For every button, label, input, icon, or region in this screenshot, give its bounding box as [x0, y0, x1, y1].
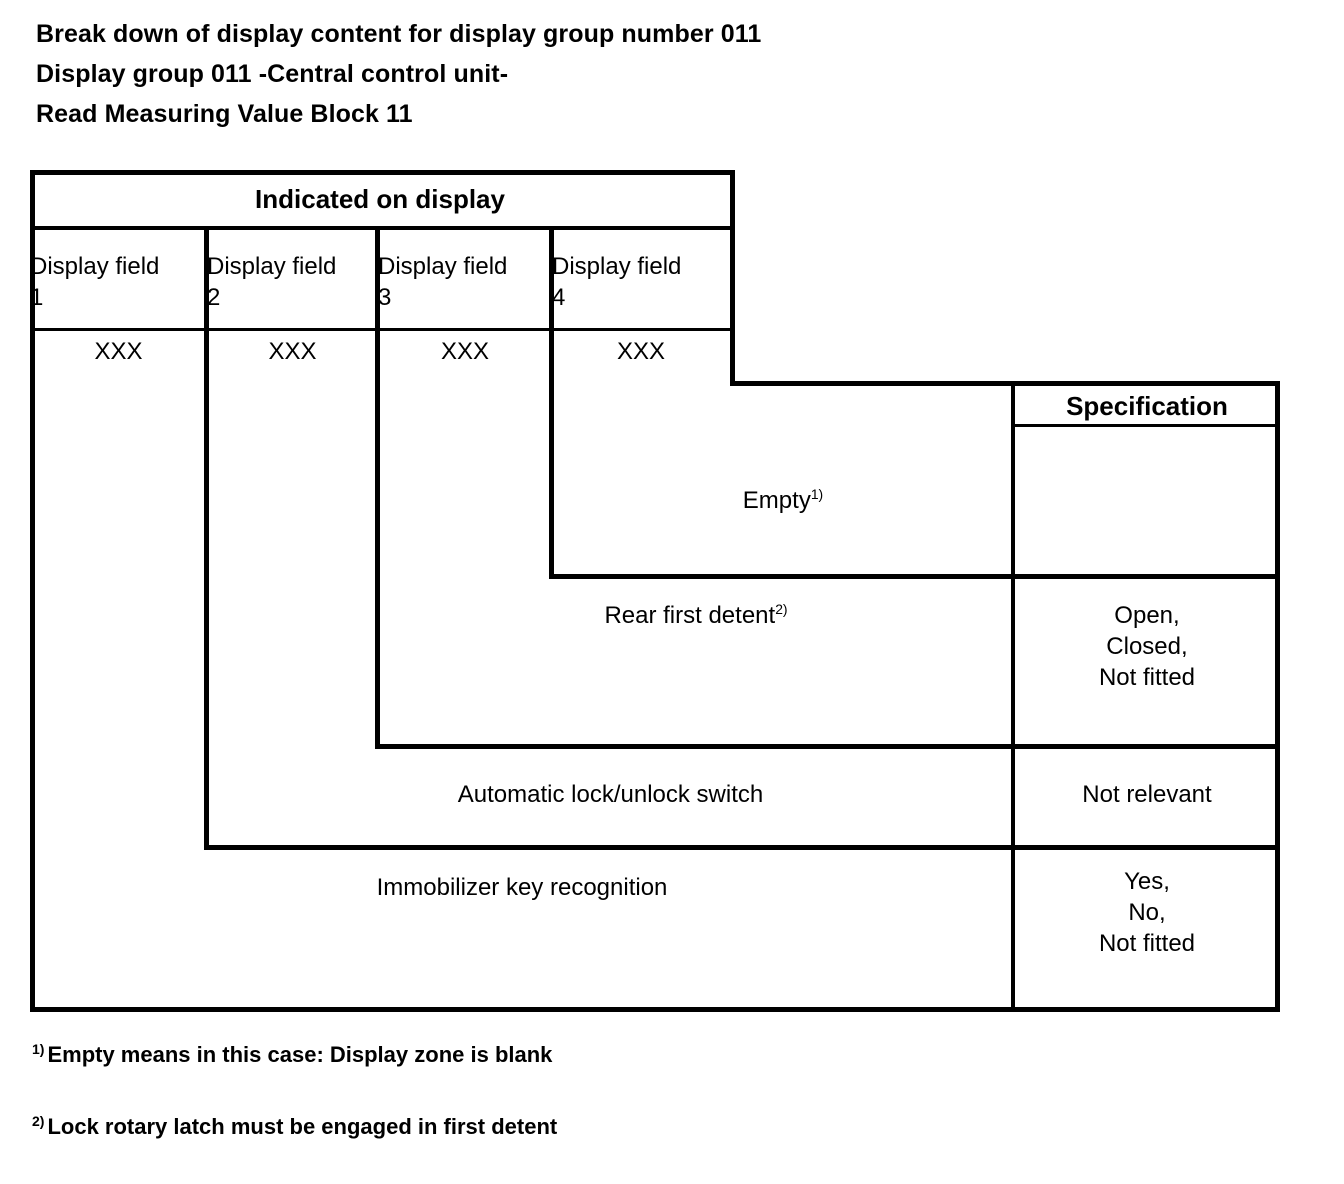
footnote-2: 2)Lock rotary latch must be engaged in f… [32, 1112, 1032, 1142]
display-field-4-label: Display field [552, 253, 682, 280]
display-field-3-number: 3 [378, 284, 392, 311]
border-table-left [30, 170, 35, 1012]
column-header-display-field-4: Display field 4 [552, 228, 730, 328]
border-header-block-right [730, 170, 735, 386]
column-header-display-field-2: Display field 2 [207, 228, 378, 328]
row-spec-automatic-lock-unlock-switch: Not relevant [1082, 781, 1212, 808]
display-field-1-label: Display field [30, 253, 160, 280]
border-spec-header-bottom [1014, 424, 1276, 427]
border-column-1-2 [204, 228, 209, 848]
page-title: Break down of display content for displa… [36, 14, 1036, 134]
title-line-1: Break down of display content for displa… [36, 20, 762, 48]
border-subheader-bottom [30, 328, 735, 331]
footnote-ref-2: 2) [775, 601, 788, 617]
border-column-2-3 [375, 228, 380, 747]
footnote-2-mark: 2) [32, 1112, 45, 1129]
display-field-3-value: XXX [440, 338, 490, 365]
display-field-4-value: XXX [616, 338, 666, 365]
title-line-3: Read Measuring Value Block 11 [36, 100, 413, 128]
border-row-rear-detent-bottom [375, 744, 1280, 749]
row-label-automatic-lock-unlock-switch: Automatic lock/unlock switch [457, 781, 764, 808]
border-spec-left [1011, 381, 1015, 1012]
border-header-top [30, 170, 735, 175]
row-spec-rear-first-detent: Open, Closed, Not fitted [1098, 602, 1196, 691]
border-column-3-4 [549, 228, 554, 577]
border-table-bottom [30, 1007, 1280, 1012]
footnotes: 1)Empty means in this case: Display zone… [32, 1040, 1032, 1184]
title-line-2: Display group 011 -Central control unit- [36, 60, 509, 88]
display-field-3-label: Display field [378, 253, 508, 280]
display-field-2-value: XXX [268, 338, 317, 365]
display-field-2-label: Display field [207, 253, 337, 280]
row-spec-immobilizer-key-recognition: Yes, No, Not fitted [1098, 868, 1196, 957]
display-field-1-value: XXX [94, 338, 143, 365]
border-row-empty-bottom [549, 574, 1280, 579]
row-label-empty-text: Empty [742, 486, 811, 514]
border-group-header-bottom [30, 226, 735, 230]
row-label-empty: Empty1) [552, 426, 1014, 574]
row-label-rear-first-detent-text: Rear first detent [604, 602, 776, 629]
footnote-1: 1)Empty means in this case: Display zone… [32, 1040, 1032, 1070]
footnote-ref-1: 1) [810, 485, 824, 502]
spec-column-header: Specification [1066, 390, 1228, 421]
display-field-4-number: 4 [552, 284, 566, 311]
border-step-to-spec-top [730, 381, 1280, 386]
border-row-auto-switch-bottom [204, 845, 1280, 850]
footnote-1-text: Empty means in this case: Display zone i… [47, 1042, 553, 1067]
group-header-indicated-on-display: Indicated on display [255, 183, 505, 214]
row-label-immobilizer-key-recognition: Immobilizer key recognition [376, 874, 668, 901]
row-label-rear-first-detent: Rear first detent2) [378, 600, 1014, 660]
display-field-2-number: 2 [207, 284, 221, 311]
footnote-2-text: Lock rotary latch must be engaged in fir… [47, 1114, 558, 1139]
column-header-display-field-1: Display field 1 [30, 228, 207, 328]
row-spec-empty [1014, 426, 1280, 574]
border-spec-right [1275, 381, 1280, 1012]
footnote-1-mark: 1) [32, 1040, 45, 1057]
column-header-display-field-3: Display field 3 [378, 228, 552, 328]
